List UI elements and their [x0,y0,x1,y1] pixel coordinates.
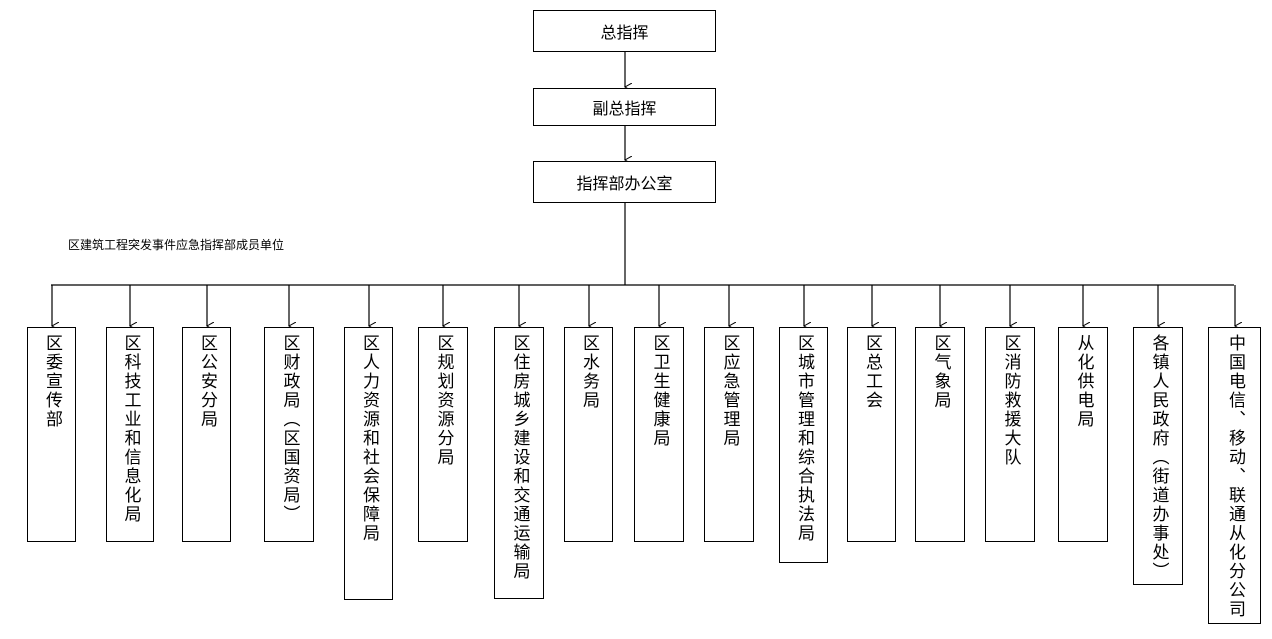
unit-label: 区水务局 [579,334,599,410]
unit-label: 区财政局（区国资局） [279,334,300,524]
unit-box-health: 区卫生健康局 [634,327,684,542]
unit-drop-arrows [52,285,1235,326]
unit-box-town-governments: 各镇人民政府（街道办事处） [1133,327,1183,585]
unit-box-public-security: 区公安分局 [182,327,231,542]
unit-box-propaganda: 区委宣传部 [27,327,76,542]
unit-label: 区应急管理局 [719,334,740,448]
commander-label: 总指挥 [600,23,649,42]
unit-label: 区公安分局 [197,334,217,429]
unit-box-emergency-management: 区应急管理局 [704,327,754,542]
member-units-caption: 区建筑工程突发事件应急指挥部成员单位 [68,238,285,252]
unit-box-meteorology: 区气象局 [915,327,965,542]
unit-box-power-supply: 从化供电局 [1058,327,1108,542]
unit-box-telecom-carriers: 中国电信、移动、联通从化分公司 [1208,327,1261,624]
unit-box-planning-resources: 区规划资源分局 [418,327,468,542]
unit-box-fire-rescue: 区消防救援大队 [985,327,1035,542]
deputy-commander-box: 副总指挥 [533,88,716,126]
unit-box-human-resources: 区人力资源和社会保障局 [344,327,393,600]
unit-label: 区住房城乡建设和交通运输局 [509,334,530,581]
unit-box-science-industry: 区科技工业和信息化局 [106,327,154,542]
unit-label: 从化供电局 [1073,334,1094,429]
unit-label: 区总工会 [862,334,882,410]
unit-box-finance: 区财政局（区国资局） [264,327,314,542]
unit-box-housing-transport: 区住房城乡建设和交通运输局 [494,327,544,599]
deputy-commander-label: 副总指挥 [592,99,657,118]
unit-label: 区消防救援大队 [1000,334,1021,467]
unit-box-trade-union: 区总工会 [847,327,896,542]
office-label: 指挥部办公室 [576,174,673,193]
unit-label: 区规划资源分局 [433,334,454,467]
office-box: 指挥部办公室 [533,161,716,203]
unit-label: 区委宣传部 [42,334,62,429]
unit-label: 区科技工业和信息化局 [120,334,141,524]
unit-label: 中国电信、移动、联通从化分公司 [1225,334,1245,619]
unit-label: 区气象局 [930,334,951,410]
unit-label: 各镇人民政府（街道办事处） [1148,334,1169,581]
unit-label: 区卫生健康局 [649,334,670,448]
unit-label: 区人力资源和社会保障局 [359,334,379,543]
unit-box-urban-management: 区城市管理和综合执法局 [779,327,828,563]
unit-label: 区城市管理和综合执法局 [794,334,814,543]
commander-box: 总指挥 [533,10,716,52]
unit-box-water: 区水务局 [564,327,613,542]
